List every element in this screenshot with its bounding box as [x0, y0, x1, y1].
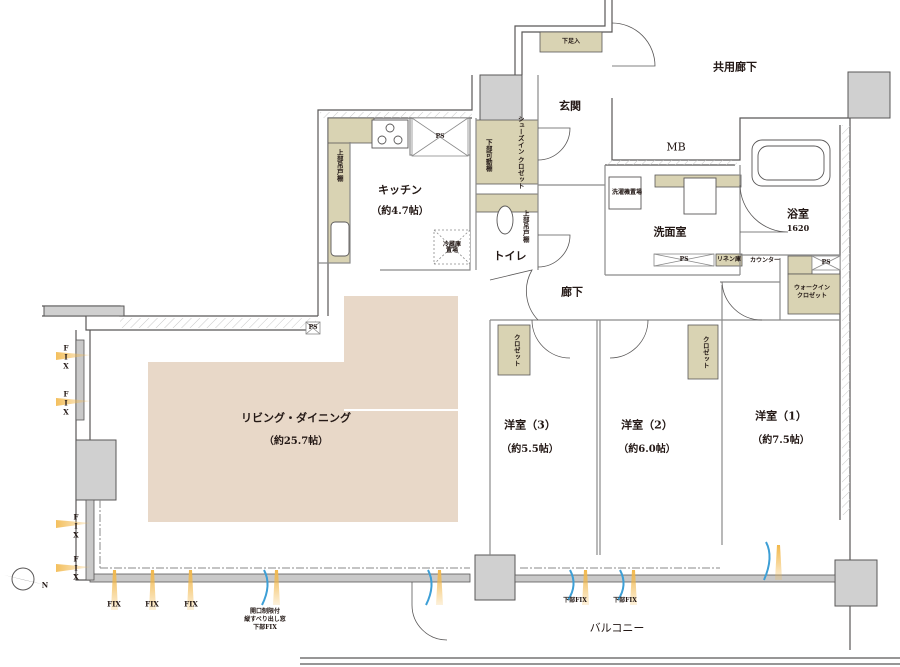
room-kitchen-size: （約4.7帖） [371, 206, 429, 217]
walk-in-closet-label: ウォークイン クロゼット [793, 284, 830, 300]
room-corridor: 廊下 [561, 285, 583, 299]
ps-label: PS [679, 256, 689, 263]
wind-indicators [56, 352, 782, 610]
fridge-space-label: 冷蔵庫置場 [442, 241, 461, 254]
living-floor-area [148, 296, 458, 522]
common-corridor-label: 共用廊下 [713, 60, 757, 74]
fix-window-label: FIX [71, 554, 81, 582]
compass-north-label: N [41, 580, 49, 590]
fix-window-label: FIX [184, 599, 198, 609]
ps-shafts [305, 117, 841, 335]
washer-space-label: 洗濯機置場 [611, 189, 643, 196]
fix-window-label: FIX [61, 343, 71, 371]
room-toilet: トイレ [493, 249, 527, 263]
room-living-size: （約25.7帖） [263, 436, 329, 447]
room-western3-size: （約5.5帖） [501, 444, 559, 455]
balcony-label: バルコニー [589, 621, 645, 635]
room-western3-name: 洋室（3） [504, 418, 556, 432]
closet3-label: クロゼット [512, 333, 521, 367]
sliding-window-note-3: 下部FIX [253, 624, 277, 631]
fixtures [330, 119, 831, 257]
room-entrance: 玄関 [559, 99, 581, 113]
fix-window-label: FIX [145, 599, 159, 609]
ps-label: PS [308, 324, 318, 331]
toilet-upper-cabinet-label: 上部吊戸棚 [521, 209, 530, 243]
room-western2-name: 洋室（2） [621, 418, 673, 432]
sliding-window-note-2: 縦すべり出し窓 [244, 616, 286, 623]
room-washroom: 洗面室 [653, 225, 687, 239]
room-western2-size: （約6.0帖） [618, 444, 676, 455]
doors [411, 22, 789, 641]
room-mb: MB [666, 140, 686, 154]
fix-window-label: FIX [71, 512, 81, 540]
outer-walls [42, 0, 900, 665]
room-kitchen-name: キッチン [378, 183, 422, 197]
room-living-name: リビング・ダイニング [241, 411, 351, 425]
window-walls [75, 339, 836, 583]
kitchen-upper-cabinet-label: 上部吊戸棚 [335, 148, 344, 182]
structural-pillars [43, 71, 891, 607]
counter-label: カウンター [749, 257, 781, 264]
compass-icon [4, 567, 46, 591]
ps-label: PS [435, 133, 445, 140]
shoe-box-label: 下足入 [561, 38, 581, 45]
sliding-window-note-1: 開口制限付 [249, 608, 281, 615]
linen-label: リネン庫 [716, 256, 742, 263]
lower-movable-shelf-label: 下部可動棚 [484, 138, 493, 172]
room-western1-size: （約7.5帖） [752, 435, 810, 446]
lower-fix-label: 下部FIX [613, 597, 637, 604]
room-bathroom-name: 浴室 [787, 207, 809, 221]
ps-label: PS [821, 259, 831, 266]
room-bathroom-size: 1620 [786, 223, 810, 233]
hatched-walls [120, 112, 850, 515]
room-western1-name: 洋室（1） [755, 409, 807, 423]
shoes-in-closet-label: シューズイン クロゼット [516, 115, 525, 189]
fix-window-label: FIX [107, 599, 121, 609]
closet2-label: クロゼット [701, 335, 710, 369]
lower-fix-label: 下部FIX [563, 597, 587, 604]
interior-walls [318, 75, 840, 555]
fix-window-label: FIX [61, 389, 71, 417]
